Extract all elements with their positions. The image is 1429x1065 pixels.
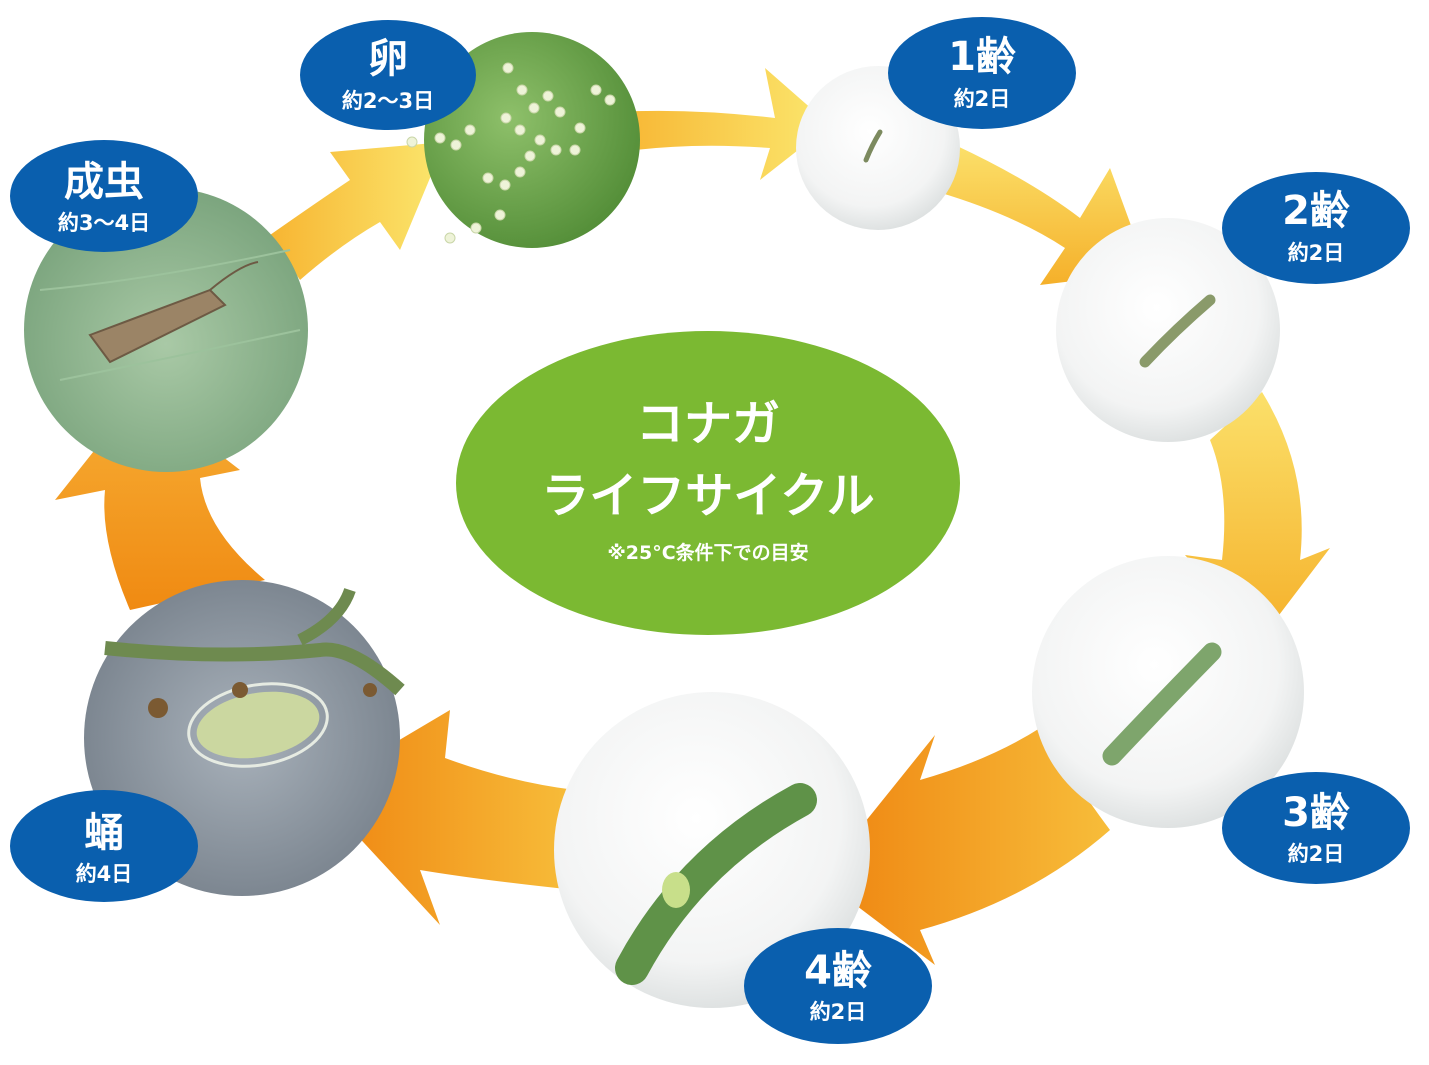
arrow-instar3-to-instar4 bbox=[820, 728, 1110, 965]
adult-photo bbox=[24, 188, 308, 472]
badge-pupa-duration: 約4日 bbox=[76, 862, 133, 886]
badge-instar1-label: 1齢 bbox=[948, 34, 1016, 80]
badge-instar1: 1齢 約2日 bbox=[888, 17, 1076, 129]
instar3-photo bbox=[1032, 556, 1304, 828]
badge-egg: 卵 約2～3日 bbox=[300, 20, 476, 130]
badge-instar3-duration: 約2日 bbox=[1288, 842, 1345, 866]
badge-egg-duration: 約2～3日 bbox=[342, 89, 434, 113]
badge-instar1-duration: 約2日 bbox=[954, 87, 1011, 111]
center-label: コナガ ライフサイクル ※25°C条件下での目安 bbox=[456, 331, 960, 635]
center-ellipse bbox=[456, 331, 960, 635]
center-note: ※25°C条件下での目安 bbox=[607, 541, 808, 564]
badge-pupa-label: 蛹 bbox=[84, 810, 124, 856]
instar4-photo bbox=[554, 692, 870, 1008]
badge-egg-label: 卵 bbox=[368, 36, 408, 82]
arrow-egg-to-instar1 bbox=[615, 68, 830, 180]
badge-instar4-duration: 約2日 bbox=[810, 1000, 867, 1024]
badge-adult: 成虫 約3～4日 bbox=[10, 140, 198, 252]
arrow-adult-to-egg bbox=[270, 142, 445, 280]
badge-instar3-label: 3齢 bbox=[1282, 790, 1350, 836]
badge-instar4-label: 4齢 bbox=[804, 948, 872, 994]
instar2-photo bbox=[1056, 218, 1280, 442]
badge-instar4: 4齢 約2日 bbox=[744, 928, 932, 1044]
egg-photo bbox=[406, 32, 640, 248]
badge-instar2: 2齢 約2日 bbox=[1222, 172, 1410, 284]
badge-instar2-duration: 約2日 bbox=[1288, 241, 1345, 265]
badge-adult-label: 成虫 bbox=[64, 159, 144, 205]
center-title-line1: コナガ bbox=[636, 396, 780, 452]
badge-adult-duration: 約3～4日 bbox=[58, 211, 150, 235]
badge-instar2-label: 2齢 bbox=[1282, 188, 1350, 234]
badge-instar3: 3齢 約2日 bbox=[1222, 772, 1410, 884]
badge-pupa: 蛹 約4日 bbox=[10, 790, 198, 902]
center-title-line2: ライフサイクル bbox=[541, 468, 875, 524]
